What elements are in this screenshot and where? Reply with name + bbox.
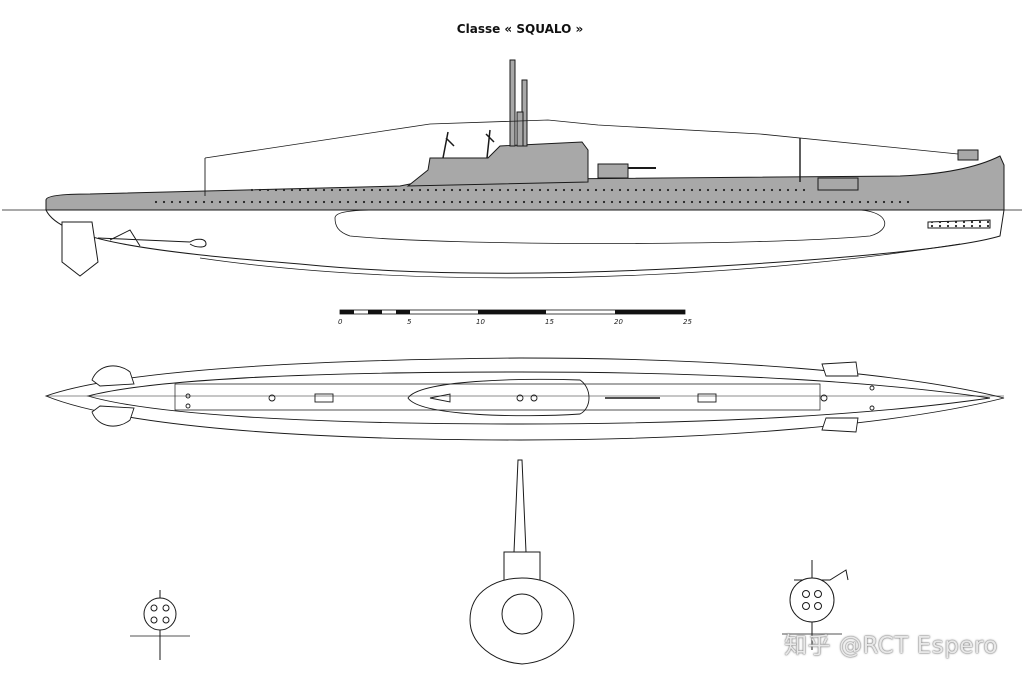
stern-section (130, 590, 190, 660)
aa-gun-1 (442, 131, 455, 159)
periscope-1 (509, 59, 516, 147)
propeller-shaft (97, 229, 207, 248)
plan-view (44, 357, 1005, 441)
stern-plane-top (91, 365, 135, 387)
porthole-row (150, 200, 910, 204)
midship-section (469, 459, 575, 665)
scale-bar: 0 5 10 15 20 25 (338, 309, 692, 326)
scale-tick-label: 0 (338, 318, 343, 326)
antenna-wire (204, 119, 959, 159)
bow-plane-bottom (821, 417, 859, 433)
bow-section-hull (789, 577, 835, 623)
scale-tick-label: 15 (545, 318, 554, 326)
plan-conning-tower (407, 378, 590, 417)
plan-casing (174, 383, 821, 411)
bow-plane-top (821, 361, 859, 377)
scale-tick-label: 5 (407, 318, 412, 326)
bow-section-casing (794, 569, 849, 581)
midship-mast (513, 459, 527, 553)
side-profile (2, 59, 1022, 279)
bow-section (782, 560, 849, 650)
conning-tower (406, 141, 589, 187)
scale-tick-label: 20 (614, 318, 623, 326)
plan-outer-hull (44, 357, 1005, 441)
stern-plane-bottom (91, 405, 135, 427)
deck-gun (597, 163, 629, 179)
scale-tick-label: 10 (476, 318, 485, 326)
plan-deck-outline (86, 371, 991, 425)
pressure-hull-section (501, 593, 543, 635)
stern-rudder (61, 221, 99, 277)
stern-section-hull (143, 597, 177, 631)
lower-hull (45, 209, 1005, 274)
drawing-title: Classe « SQUALO » (456, 22, 584, 36)
aa-gun-2 (485, 129, 495, 159)
scale-tick-label: 25 (683, 318, 692, 326)
watermark: 知乎 @RCT Espero (784, 633, 998, 659)
